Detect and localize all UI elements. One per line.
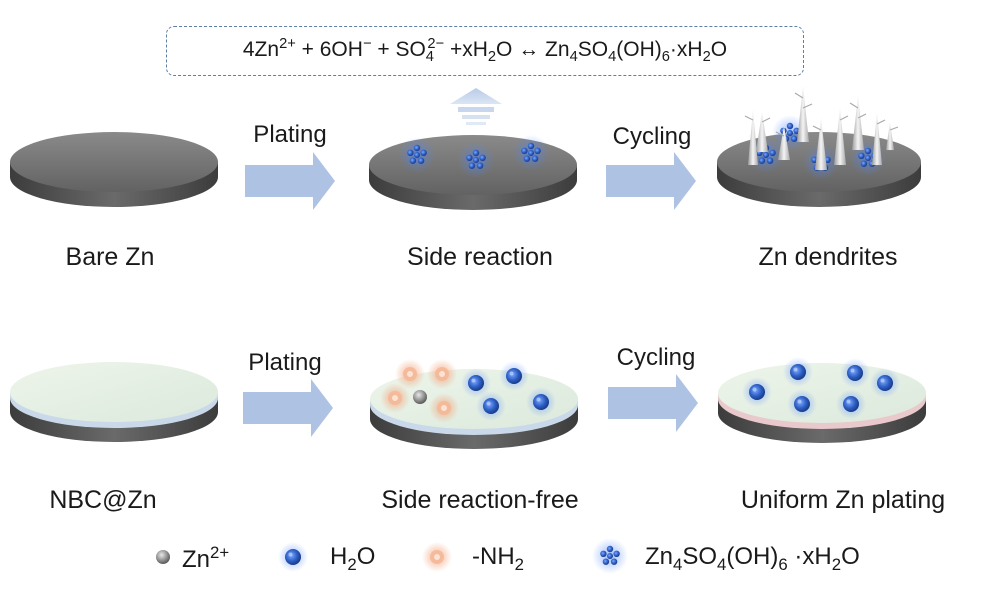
upward-release-arrow-icon xyxy=(450,88,502,125)
equation-text: 4Zn2+ + 6OH− + SO42− +xH2O ↔ Zn4SO4(OH)6… xyxy=(242,36,728,66)
legend-zn-ion-label: Zn2+ xyxy=(182,543,230,573)
caption-zn-dendrites: Zn dendrites xyxy=(758,243,898,271)
nbc-zn-disk xyxy=(10,362,218,442)
legend-amine-label: -NH2 xyxy=(472,543,524,574)
legend-byproduct-icon xyxy=(592,538,628,574)
bottom-cycling-arrow-icon xyxy=(608,374,698,432)
caption-nbc-zn: NBC@Zn xyxy=(49,486,157,514)
legend-water-icon xyxy=(278,542,308,572)
zn-dendrites-disk xyxy=(717,86,921,207)
caption-uniform-zn-plating: Uniform Zn plating xyxy=(740,486,946,514)
legend-water-label: H2O xyxy=(330,543,376,574)
side-reaction-disk xyxy=(369,135,577,210)
legend-byproduct-label: Zn4SO4(OH)6 ·xH2O xyxy=(645,543,860,574)
top-plating-label: Plating xyxy=(253,121,327,148)
bare-zn-disk xyxy=(10,132,218,207)
caption-side-reaction: Side reaction xyxy=(407,243,553,271)
top-cycling-label: Cycling xyxy=(612,123,692,150)
uniform-zn-plating-disk xyxy=(718,357,926,443)
legend-amine-icon xyxy=(422,542,452,572)
side-reaction-free-disk xyxy=(370,359,578,449)
top-cycling-arrow-icon xyxy=(606,152,696,210)
legend-zn-ion-icon xyxy=(156,550,170,564)
caption-side-reaction-free: Side reaction-free xyxy=(381,486,579,514)
bottom-cycling-label: Cycling xyxy=(616,344,696,371)
top-plating-arrow-icon xyxy=(245,152,335,210)
reaction-equation-box: 4Zn2+ + 6OH− + SO42− +xH2O ↔ Zn4SO4(OH)6… xyxy=(166,26,804,76)
bottom-plating-arrow-icon xyxy=(243,379,333,437)
bottom-plating-label: Plating xyxy=(248,349,322,376)
caption-bare-zn: Bare Zn xyxy=(65,243,155,271)
